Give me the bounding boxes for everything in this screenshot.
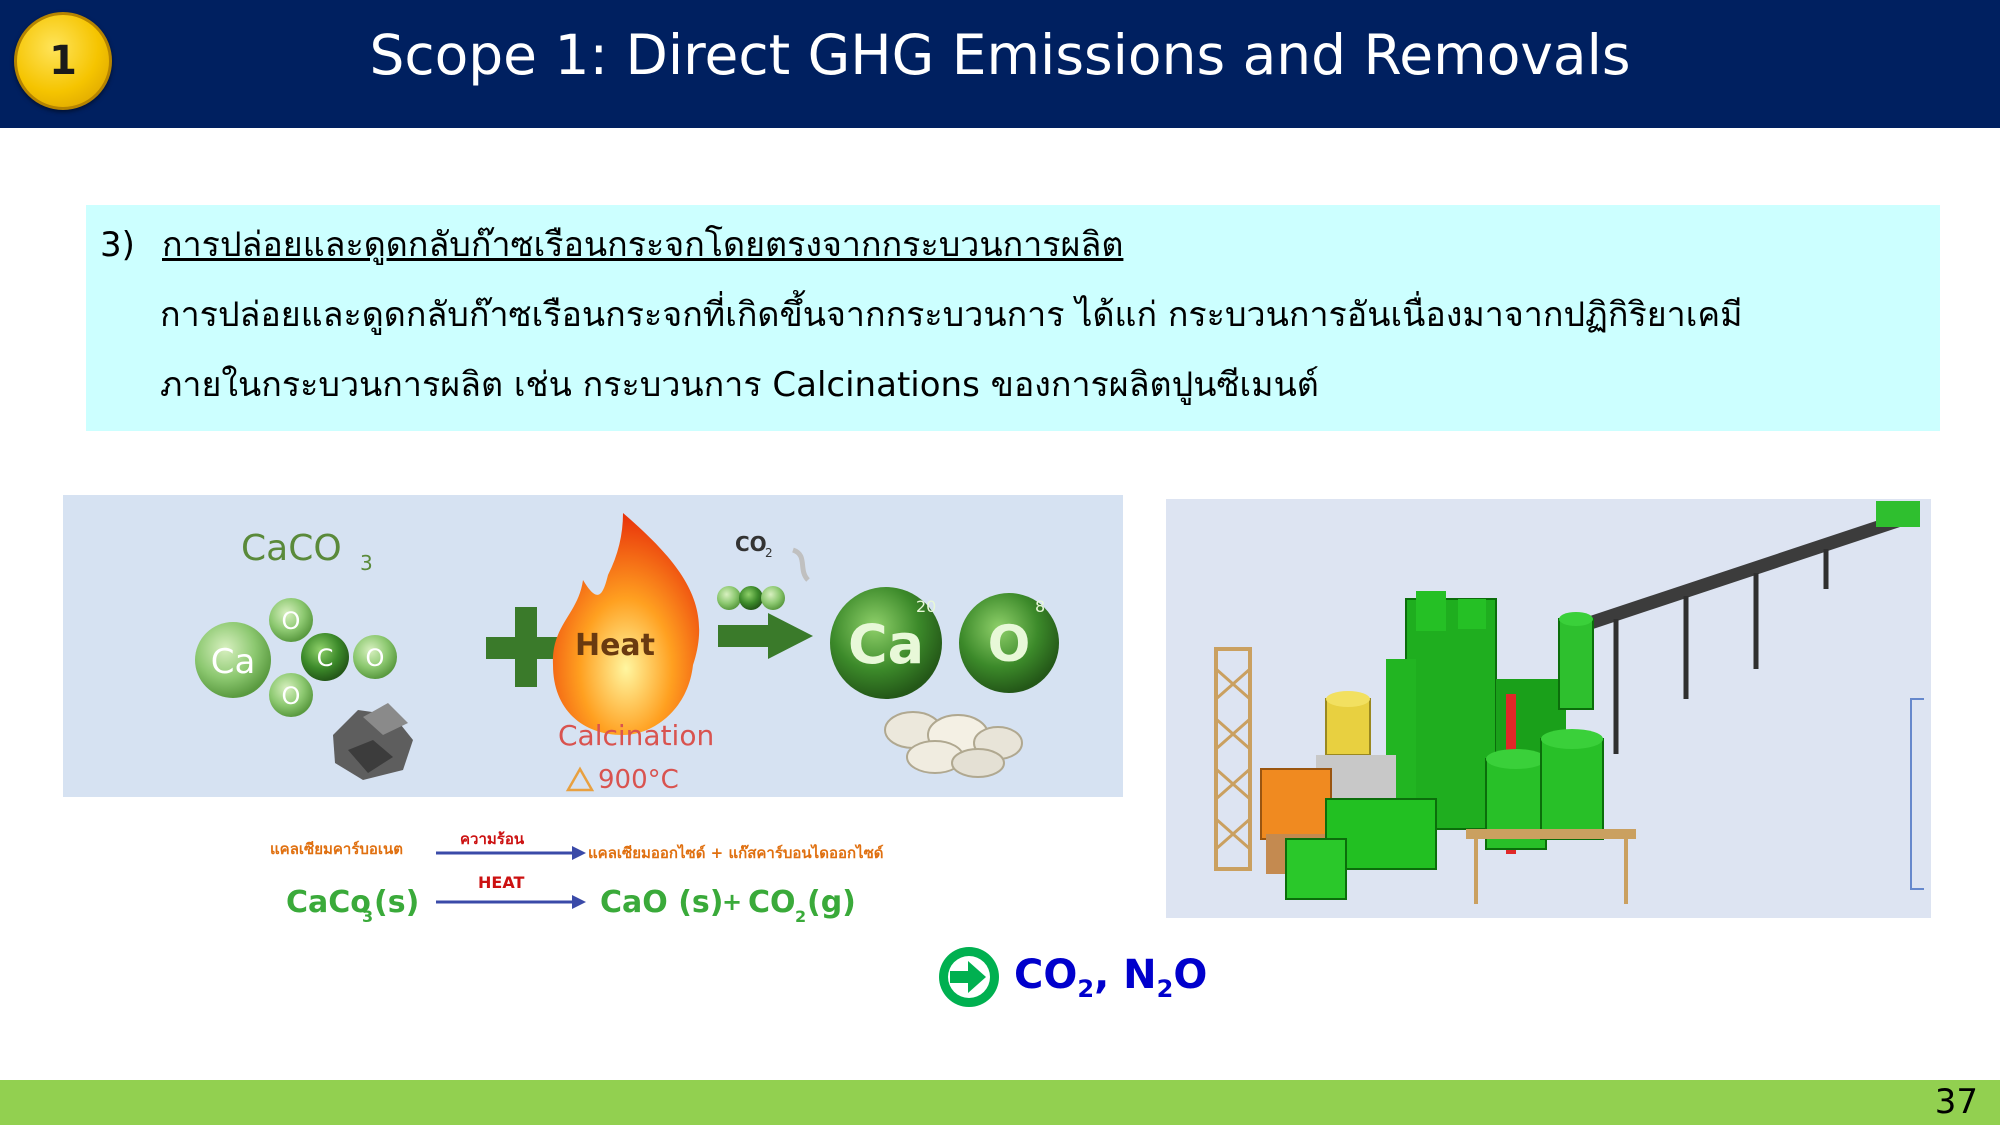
calcination-label: Calcination: [558, 719, 714, 752]
carbon-atom-label: C: [317, 644, 334, 672]
oxygen-atom-label: O: [366, 644, 385, 672]
calcium-atom: [195, 622, 271, 698]
calcination-illustration: CaCO 3 Ca O O C O Heat Calcination 90: [63, 495, 1123, 797]
description-box: 3) การปล่อยและดูดกลับก๊าซเรือนกระจกโดยตร…: [86, 205, 1940, 431]
equation-product-2-subscript: 2: [795, 907, 806, 926]
oxygen-atom-label: O: [282, 682, 301, 710]
green-silos: [1466, 612, 1636, 904]
chemical-equation: แคลเซียมคาร์บอเนต ความร้อน แคลเซียมออกไซ…: [260, 820, 940, 940]
heat-label: HEAT: [478, 873, 524, 892]
reactant-label: CaCO: [241, 528, 342, 569]
warning-triangle-icon: [565, 766, 595, 792]
co2-label: CO: [735, 532, 767, 556]
quicklime-rocks-image: [884, 711, 1023, 778]
product-oxygen-label: O: [988, 615, 1031, 673]
plus-icon: [486, 607, 566, 687]
arrow-icon: [436, 895, 586, 909]
equation-product-2-state: (g): [807, 885, 856, 920]
footer-bar: 37: [0, 1080, 2000, 1125]
temperature-label: 900°C: [598, 765, 679, 795]
calcium-atom-label: Ca: [211, 642, 256, 682]
right-arrow-icon: [939, 947, 999, 1007]
equation-product-2: CO: [748, 885, 796, 920]
equation-reactant: CaCo: [286, 885, 371, 920]
item-heading: การปล่อยและดูดกลับก๊าซเรือนกระจกโดยตรงจา…: [162, 225, 1124, 265]
item-number: 3): [100, 225, 135, 265]
calcium-atom: [830, 587, 942, 699]
co2-text: CO: [1014, 952, 1078, 998]
thai-heat-label: ความร้อน: [460, 830, 525, 848]
co2-molecule-icon: [717, 586, 785, 610]
emission-gases: CO2, N2O: [1014, 950, 1207, 1014]
calcium-atomic-number: 20: [916, 597, 936, 616]
oxygen-atomic-number: 8: [1035, 597, 1045, 616]
thai-products-label: แคลเซียมออกไซด์ + แก๊สคาร์บอนไดออกไซด์: [588, 843, 884, 862]
carbon-atom: [301, 633, 349, 681]
n2o-o-text: O: [1173, 952, 1208, 998]
description-line-2: ภายในกระบวนการผลิต เช่น กระบวนการ Calcin…: [160, 365, 1319, 405]
oxygen-atom: [269, 673, 313, 717]
slide-title: Scope 1: Direct GHG Emissions and Remova…: [369, 23, 1631, 87]
arrow-icon: [436, 846, 586, 860]
equation-product-1: CaO (s): [600, 885, 724, 920]
fire-icon: [552, 513, 700, 735]
oxygen-atom: [353, 635, 397, 679]
equation-reactant-state: (s): [374, 885, 419, 920]
oxygen-atom: [959, 593, 1059, 693]
blue-frame: [1910, 698, 1924, 890]
n2o-subscript: 2: [1156, 975, 1174, 1003]
oxygen-atom: [269, 598, 313, 642]
thai-reactant-label: แคลเซียมคาร์บอเนต: [270, 840, 403, 858]
reactant-subscript: 3: [360, 551, 373, 575]
scaffold-tower: [1214, 647, 1252, 871]
cement-plant-illustration: [1166, 499, 1934, 918]
heat-label: Heat: [575, 628, 655, 663]
cement-plant-image: [1214, 501, 1924, 904]
equation-plus: +: [722, 888, 742, 916]
limestone-rocks-image: [333, 703, 413, 780]
separator-n-text: , N: [1094, 952, 1157, 998]
slide-number-badge: 1: [14, 12, 112, 110]
title-bar: 1 Scope 1: Direct GHG Emissions and Remo…: [0, 0, 2000, 128]
oxygen-atom-label: O: [282, 607, 301, 635]
calcination-diagram: CaCO 3 Ca O O C O Heat Calcination 90: [195, 513, 1059, 795]
conveyor-structure: [1581, 501, 1920, 754]
product-calcium-label: Ca: [848, 613, 924, 676]
equation-reactant-subscript: 3: [362, 907, 373, 926]
page-number: 37: [1934, 1082, 1978, 1122]
co2-subscript: 2: [1077, 975, 1095, 1003]
green-machinery: [1285, 798, 1437, 900]
reaction-arrow-icon: [718, 613, 813, 659]
co2-subscript: 2: [765, 546, 773, 560]
smoke-icon: [791, 547, 810, 582]
equation-diagram: แคลเซียมคาร์บอเนต ความร้อน แคลเซียมออกไซ…: [270, 830, 884, 926]
description-line-1: การปล่อยและดูดกลับก๊าซเรือนกระจกที่เกิดข…: [160, 295, 1743, 335]
